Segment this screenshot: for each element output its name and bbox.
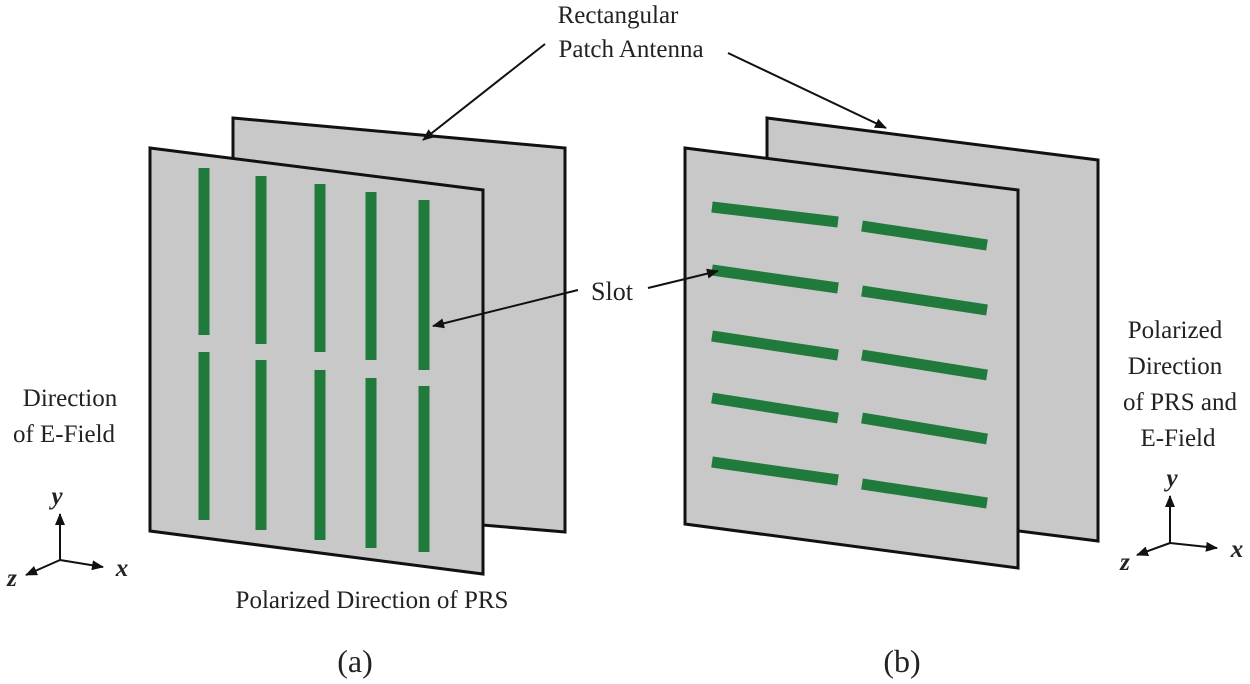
prs-front-panel-b (683, 146, 1020, 570)
slot-group-b (711, 201, 988, 509)
prs-efield-label-line4: E-Field (1141, 425, 1216, 452)
coordinate-axes-b: y x z (1119, 465, 1243, 576)
antenna-label-line1: Rectangular (558, 2, 679, 29)
caption-a: (a) (337, 643, 373, 679)
slot-pointer-arrow-b (647, 268, 719, 289)
prs-efield-label-line1: Polarized (1128, 317, 1223, 344)
figure-a (148, 116, 567, 576)
figure-b (683, 116, 1100, 570)
slot-b-right-3 (861, 349, 988, 381)
slot-b-left-2 (711, 264, 839, 294)
axis-x-label-b: x (1230, 536, 1244, 563)
slot-b-right-2 (861, 285, 988, 316)
slot-label: Slot (591, 277, 634, 306)
axis-z-label-b: z (1119, 549, 1130, 576)
coordinate-axes-a: y x z (6, 483, 128, 592)
slot-b-right-1 (861, 220, 988, 251)
slot-group-a (198, 168, 430, 552)
slot-b-right-5 (861, 478, 988, 509)
slot-b-left-1 (711, 201, 839, 228)
prs-efield-label-line3: of PRS and (1123, 389, 1237, 416)
efield-label-line2: of E-Field (13, 421, 116, 448)
axis-y-label-b: y (1163, 465, 1178, 492)
slot-pointer-arrow-a (432, 289, 579, 329)
axis-y-label-a: y (48, 483, 63, 510)
slot-b-left-3 (711, 330, 839, 361)
prs-front-panel-a (148, 146, 485, 576)
axis-z-label-a: z (6, 565, 17, 592)
antenna-label-line2: Patch Antenna (558, 36, 703, 63)
antenna-pointer-arrow-b (727, 52, 887, 129)
axis-x-label-a: x (115, 555, 129, 582)
prs-direction-label-a: Polarized Direction of PRS (236, 587, 509, 614)
prs-efield-label-line2: Direction (1128, 353, 1223, 380)
slot-b-right-4 (861, 412, 988, 445)
efield-label-line1: Direction (23, 385, 118, 412)
axis-x-arrow-a (59, 559, 104, 571)
axis-z-arrow-a (25, 559, 61, 576)
axis-x-arrow-b (1169, 541, 1218, 552)
slot-b-left-5 (711, 456, 839, 486)
slot-b-left-4 (711, 392, 839, 424)
caption-b: (b) (883, 643, 920, 679)
axis-z-arrow-b (1136, 542, 1171, 556)
antenna-pointer-arrow-a (422, 43, 546, 141)
